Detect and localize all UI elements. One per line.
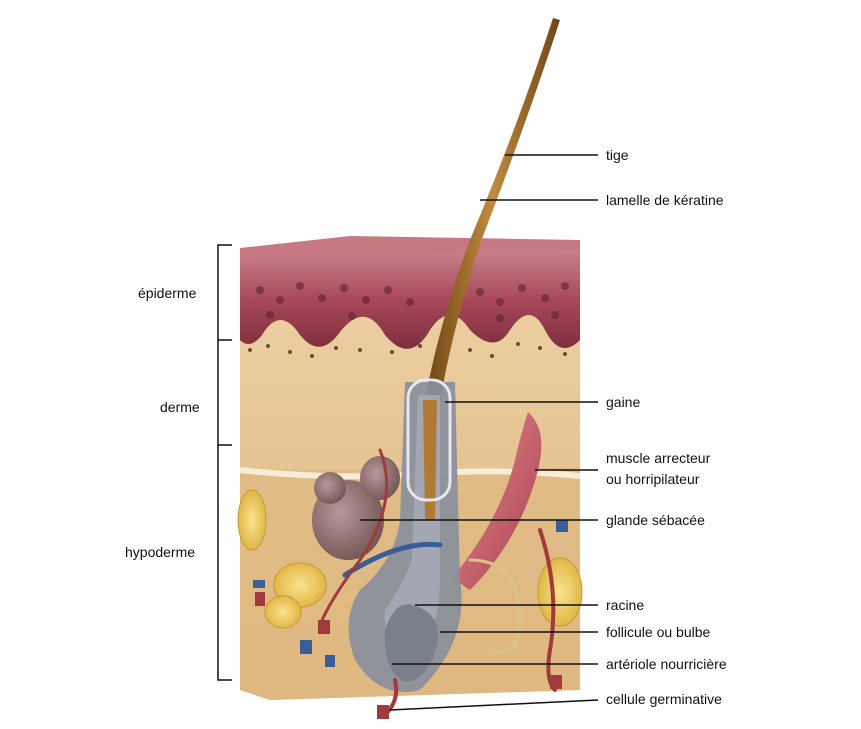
label-shaft: tige bbox=[606, 147, 629, 163]
label-epidermis: épiderme bbox=[138, 285, 197, 301]
label-follicle: follicule ou bulbe bbox=[606, 624, 711, 640]
label-arteriole: artériole nourricière bbox=[606, 656, 727, 672]
label-germ-cell: cellule germinative bbox=[606, 691, 722, 707]
label-muscle-line1: muscle arrecteur bbox=[606, 450, 711, 466]
label-keratin: lamelle de kératine bbox=[606, 192, 724, 208]
hair-root bbox=[423, 400, 437, 520]
label-sheath: gaine bbox=[606, 394, 640, 410]
label-root: racine bbox=[606, 597, 644, 613]
label-gland: glande sébacée bbox=[606, 512, 705, 528]
label-muscle-line2: ou horripilateur bbox=[606, 471, 700, 487]
label-dermis: derme bbox=[160, 399, 200, 415]
label-hypodermis: hypoderme bbox=[125, 544, 195, 560]
layer-brackets bbox=[218, 245, 232, 680]
